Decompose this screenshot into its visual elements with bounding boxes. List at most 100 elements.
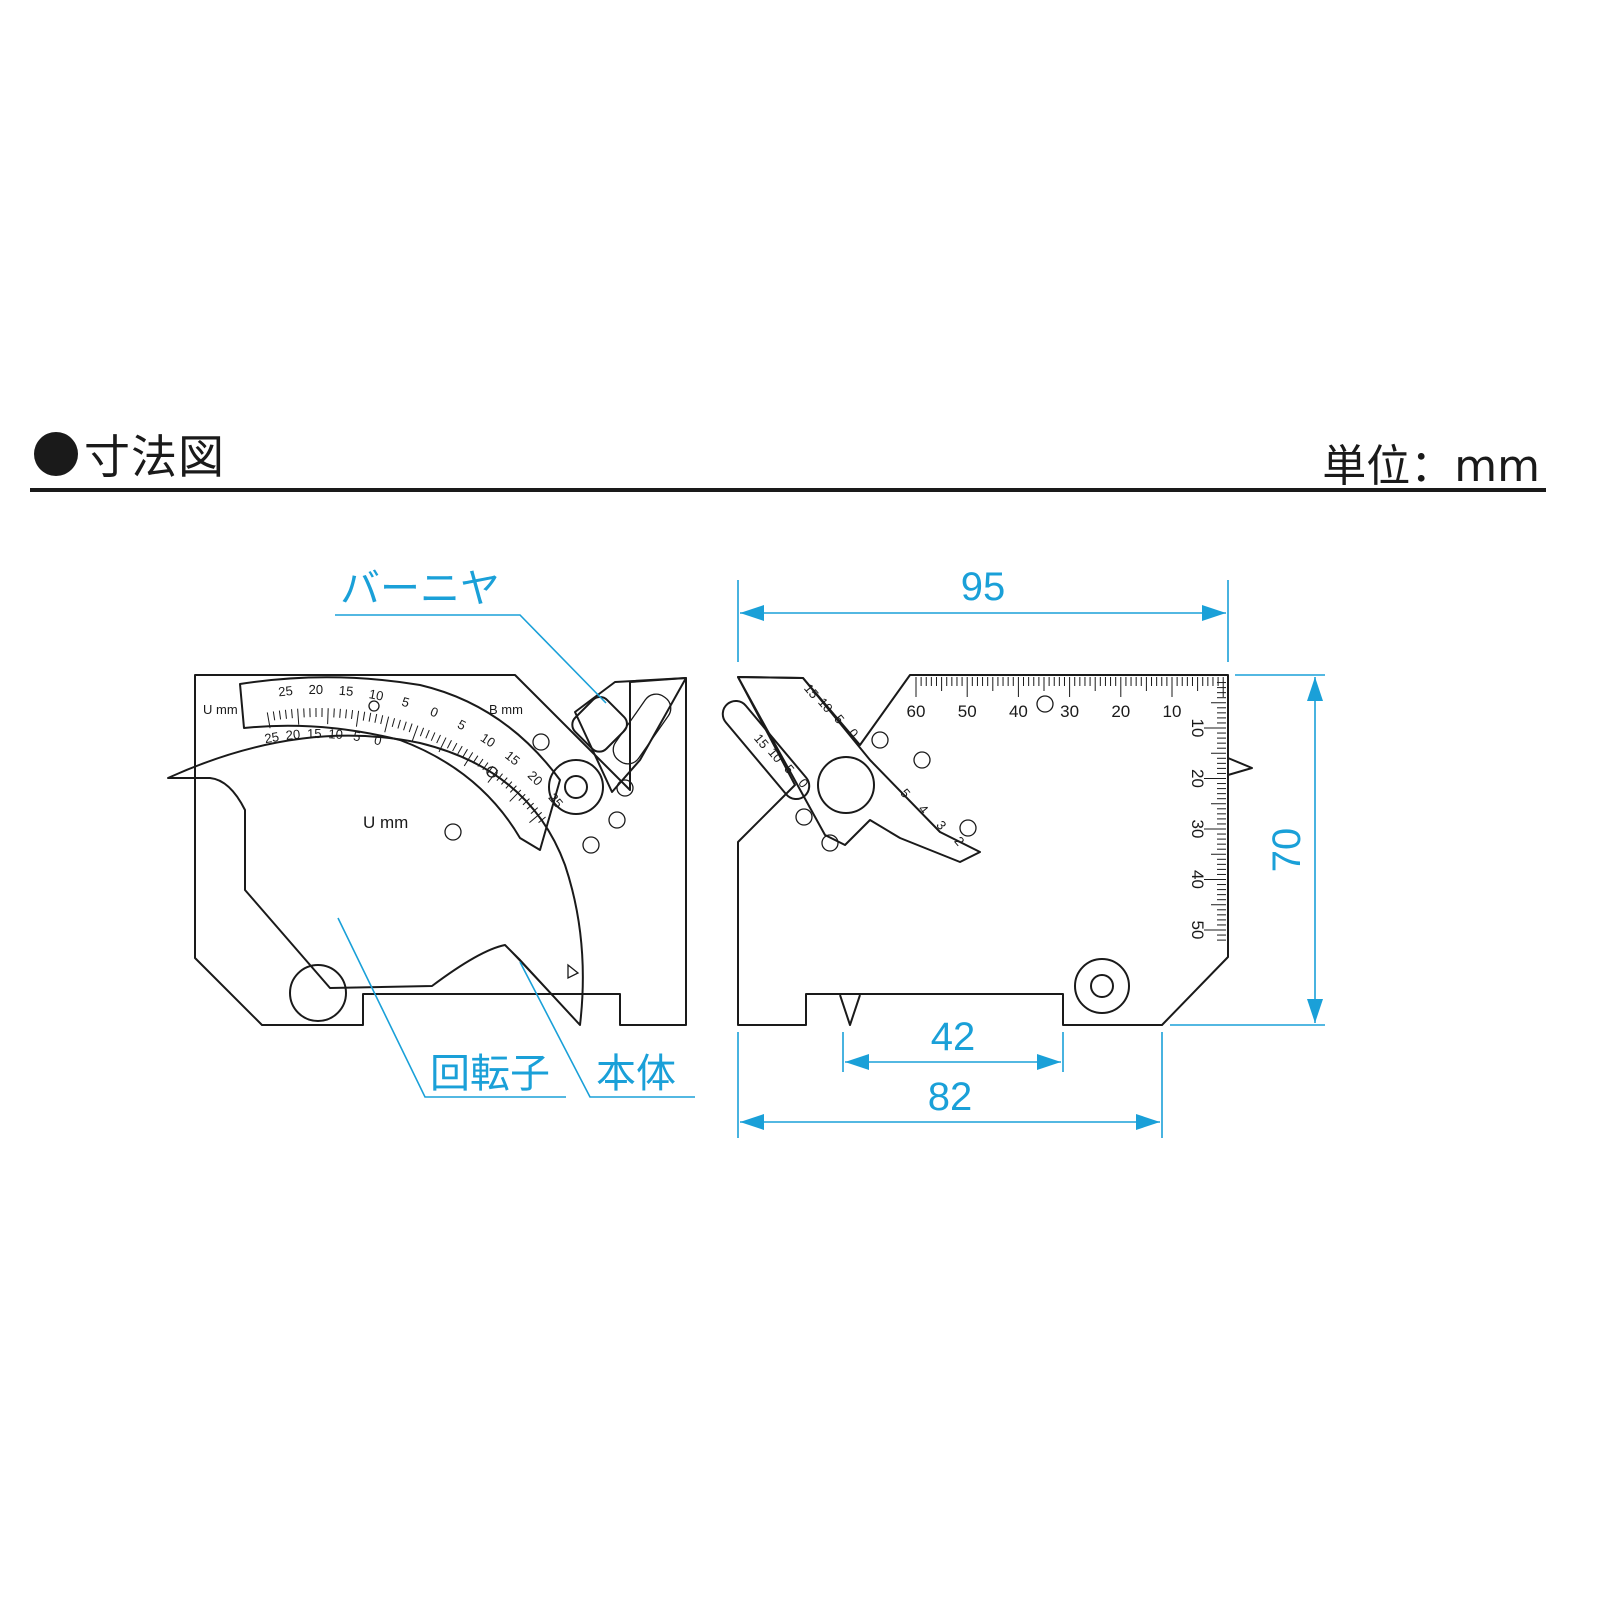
vernier-scale-tick [339, 708, 341, 718]
vernier-scale-tick [530, 807, 539, 814]
vernier-slot [571, 696, 628, 753]
dim-bottom-length-value: 82 [928, 1075, 973, 1119]
rotor-scale-number: 10 [328, 726, 343, 742]
vernier-scale-tick [278, 710, 282, 720]
vernier-scale-number: 25 [545, 790, 566, 811]
vernier-scale-band [239, 676, 561, 851]
vernier-scale-tick [419, 727, 425, 737]
rotor-callout-label: 回転子 [430, 1052, 550, 1096]
notch-scale-number: 2 [951, 834, 967, 849]
dimensions: 95 70 42 82 [737, 565, 1325, 1138]
vernier-scale-tick [509, 785, 517, 793]
vernier-scale-tick [452, 742, 458, 752]
vernier-scale-tick [425, 729, 430, 739]
left-hole [608, 811, 626, 829]
vernier-scale-tick [430, 732, 436, 741]
side-scale-number: 40 [1188, 870, 1207, 889]
left-hole [616, 779, 634, 797]
vernier-scale-tick [368, 712, 372, 722]
vernier-knob-center [564, 775, 588, 799]
vernier-knob [548, 759, 604, 815]
vernier-callout-label: バーニヤ [340, 567, 500, 611]
right-hole [821, 834, 839, 852]
vernier-scale-tick [403, 721, 407, 731]
right-knob-center [1090, 974, 1114, 998]
vernier-scale-tick [374, 713, 378, 723]
slider-slot [721, 699, 811, 801]
vernier-scale-tick [538, 816, 546, 824]
vernier-scale-number: 15 [502, 748, 523, 769]
right-side-pointer [1227, 757, 1253, 776]
scale-b-label: B mm [489, 702, 523, 717]
top-scale-ticks [915, 677, 1224, 697]
right-gauge-body-outline [737, 674, 1229, 1026]
left-hole [532, 733, 550, 751]
side-scale-number: 10 [1188, 719, 1207, 738]
slider-knob [817, 756, 875, 814]
dim-height-total-value: 70 [1265, 828, 1309, 873]
vernier-scale-tick [462, 748, 468, 758]
rotor-scale-number: 25 [263, 729, 280, 746]
body-leader [519, 961, 695, 1098]
rotor-scale-number: 20 [285, 727, 301, 743]
vernier-scale-number: 0 [428, 704, 440, 721]
left-gauge-body-outline [194, 674, 687, 1026]
right-hole [795, 808, 813, 826]
vernier-scale-tick [291, 709, 293, 719]
vernier-leader [335, 614, 607, 704]
vernier-scale-tick [509, 789, 522, 802]
rotor-scale-number: 15 [307, 726, 322, 741]
vernier-scale-tick [501, 777, 508, 785]
vernier-slot-inner [612, 693, 672, 765]
vernier-scale-number: 25 [278, 683, 294, 699]
vernier-scale-tick [438, 737, 447, 753]
vernier-scale-tick [446, 740, 452, 749]
vernier-scale-tick [496, 773, 503, 782]
vernier-scale-tick [505, 781, 513, 789]
right-knob [1074, 958, 1130, 1014]
body-callout-label: 本体 [596, 1052, 676, 1096]
bullet-icon [34, 432, 78, 476]
pointer-mark [567, 963, 580, 980]
vernier-scale-tick [272, 711, 276, 721]
vernier-scale-ticks [266, 708, 546, 824]
rotor-u-label: U mm [363, 813, 408, 832]
vernier-scale-tick [529, 811, 543, 823]
vernier-scale-tick [487, 765, 494, 774]
right-hole [913, 751, 931, 769]
vernier-scale-number: 5 [400, 694, 411, 710]
header-rule [30, 488, 1546, 492]
notch-scale-number: 5 [897, 786, 913, 801]
vernier-scale-tick [384, 716, 390, 733]
vernier-scale-number: 20 [525, 768, 546, 789]
dim-bottom-inner-value: 42 [931, 1015, 976, 1059]
right-hole [959, 819, 977, 837]
vernier-scale-tick [327, 708, 329, 725]
vernier-scale-tick [522, 798, 530, 806]
vernier-scale-tick [518, 793, 526, 801]
vernier-scale-tick [345, 709, 347, 719]
side-scale-number: 50 [1188, 921, 1207, 940]
right-hole [871, 731, 889, 749]
callouts: バーニヤ 回転子 本体 [335, 567, 695, 1098]
notch-scale-number: 3 [933, 818, 949, 833]
dim-width-total-value: 95 [961, 565, 1006, 609]
rotor-leader [337, 917, 566, 1098]
rotor-scale-number: 5 [352, 728, 361, 744]
rotor-pivot-knob [289, 964, 347, 1022]
vernier-scale-tick [463, 752, 474, 767]
vernier-scale-tick [487, 769, 499, 783]
vernier-scale-tick [526, 802, 534, 810]
top-scale-number: 30 [1060, 702, 1079, 721]
vernier-scale-tick [362, 711, 366, 721]
vernier-scale-tick [391, 718, 396, 728]
vernier-scale-number: 10 [368, 686, 385, 703]
vernier-scale-tick [266, 712, 271, 729]
vernier-scale-number: 10 [478, 730, 498, 750]
vernier-scale-number: 20 [309, 682, 324, 697]
